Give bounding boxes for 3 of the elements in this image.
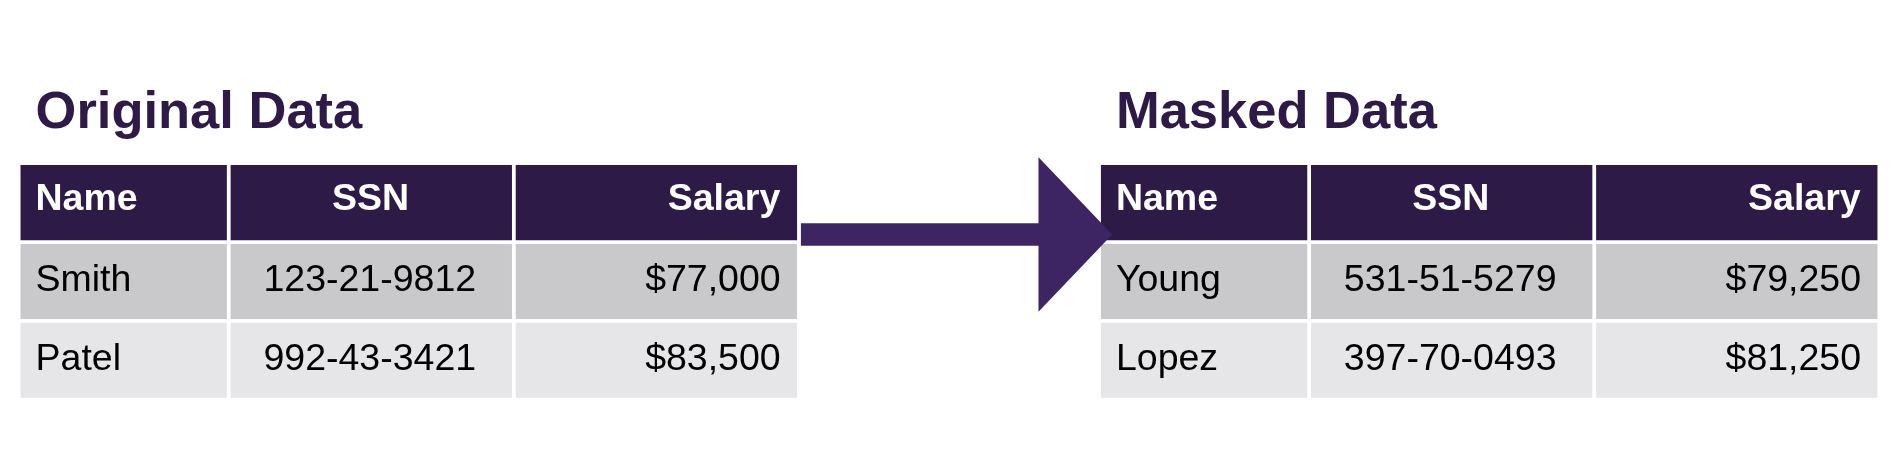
node-label: Masked Data — [1115, 79, 1437, 139]
node-label: Original Data — [35, 79, 363, 139]
arrow — [800, 156, 1113, 312]
